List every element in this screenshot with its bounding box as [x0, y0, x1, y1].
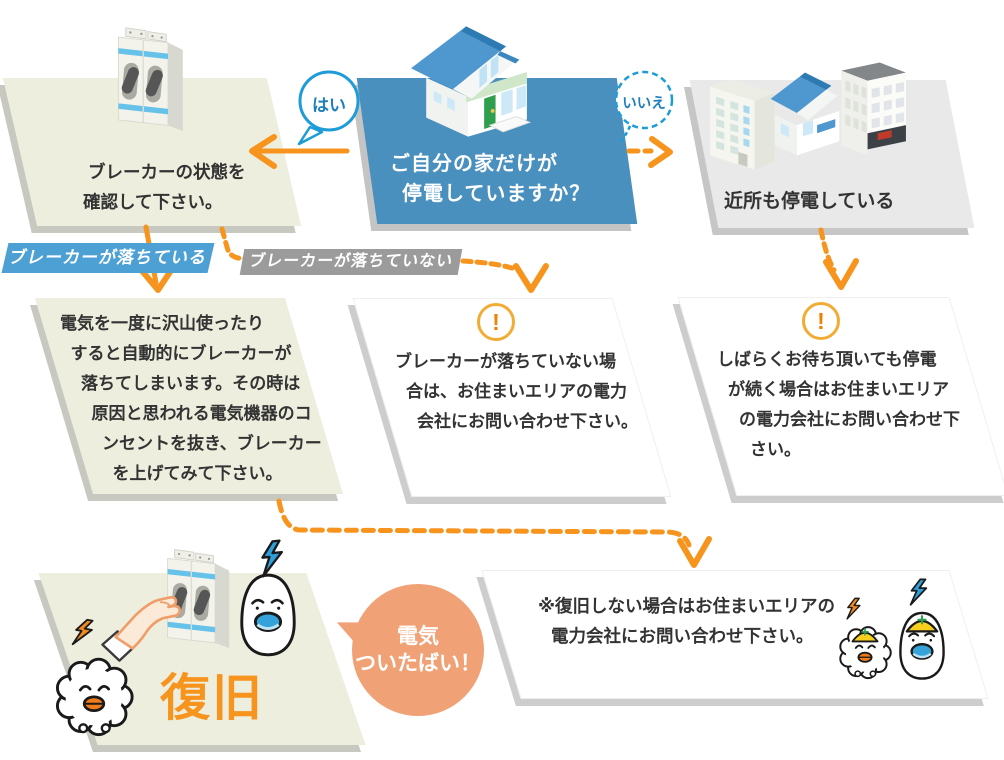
badge-breaker-not-tripped: ブレーカーが落ちていない: [239, 249, 463, 275]
neighborhood-text: 近所も停電している: [724, 191, 895, 212]
warning-icon: !: [802, 302, 840, 340]
arrow-neighborhood-down: [818, 227, 837, 273]
explain-text: 電気を一度に沢山使ったり すると自動的にブレーカーが 落ちてしまいます。その時は…: [60, 314, 322, 483]
warning-icon: !: [477, 303, 515, 341]
speech-text-line: ついたばい！: [355, 652, 481, 675]
arrow-no-restore: [276, 498, 692, 548]
speech-bubble: 電気 ついたばい！: [352, 584, 484, 716]
check-breaker-text: ブレーカーの状態を 確認して下さい。: [83, 162, 246, 212]
yes-bubble: [297, 70, 360, 146]
no-bubble: [614, 70, 674, 142]
no-label: いいえ: [622, 96, 666, 112]
arrow-to-not-tripped-badge: [219, 226, 250, 262]
restore-label: 復旧: [160, 670, 264, 726]
final-text: ※復旧しない場合はお住まいエリアの 電力会社にお問い合わせ下さい。: [538, 596, 836, 646]
yes-label: はい: [312, 96, 346, 115]
badge-breaker-tripped: ブレーカーが落ちている: [1, 243, 215, 273]
wait-text: しばらくお待ち頂いても停電 が続く場合はお住まいエリア の電力会社にお問い合わせ…: [717, 350, 960, 459]
question-text: ご自分の家だけが 停電していますか？: [390, 153, 591, 205]
not-tripped-text: ブレーカーが落ちていない場 合は、お住まいエリアの電力 会社にお問い合わせ下さい…: [395, 352, 638, 431]
speech-text-line: 電気: [397, 625, 439, 648]
